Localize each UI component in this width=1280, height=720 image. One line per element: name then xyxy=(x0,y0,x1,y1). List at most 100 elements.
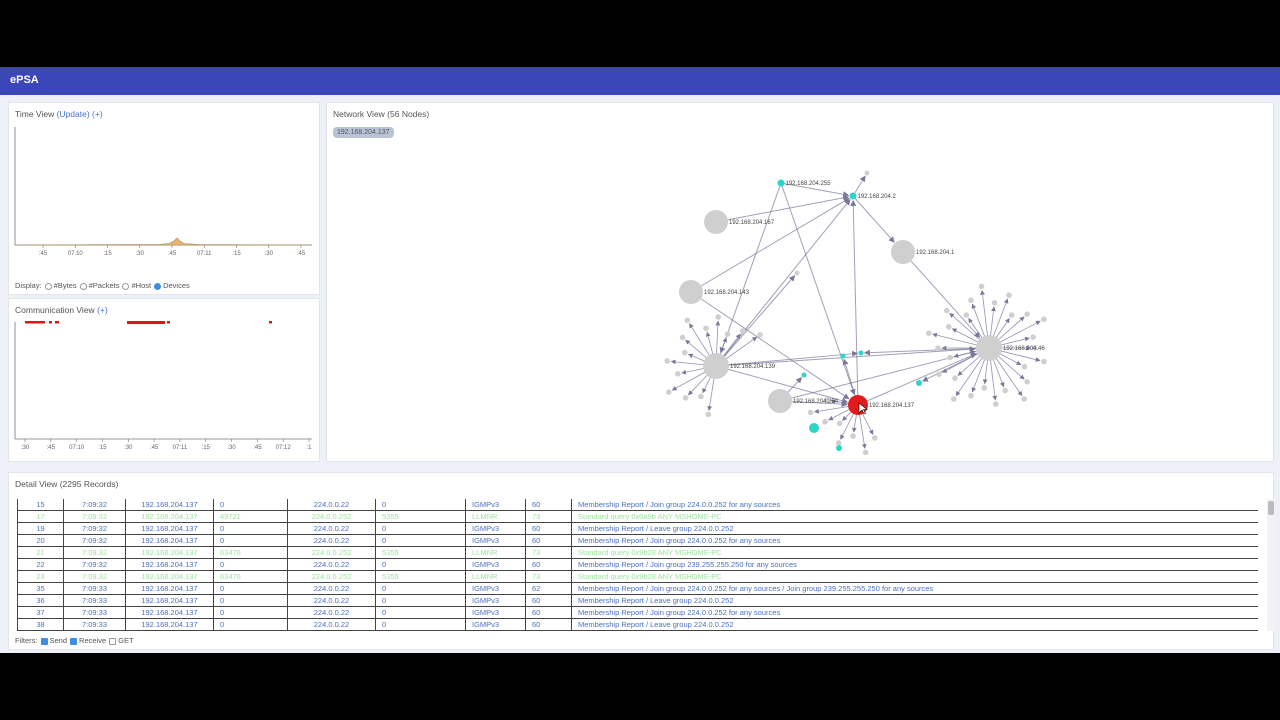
leaf-node[interactable] xyxy=(664,358,671,364)
leaf-node[interactable] xyxy=(1021,396,1028,402)
network-node[interactable] xyxy=(794,270,800,276)
leaf-node[interactable] xyxy=(1024,379,1030,385)
network-node[interactable] xyxy=(801,372,807,378)
leaf-node[interactable] xyxy=(674,371,681,377)
leaf-node[interactable] xyxy=(968,392,974,399)
leaf-node[interactable] xyxy=(1008,312,1015,318)
leaf-node[interactable] xyxy=(1031,345,1038,351)
comm-view-expand-link[interactable]: (+) xyxy=(97,305,108,315)
leaf-node[interactable] xyxy=(715,314,721,320)
leaf-node[interactable] xyxy=(947,354,953,361)
network-graph[interactable]: 192.168.204.255192.168.204.2192.168.204.… xyxy=(327,103,1273,461)
leaf-node[interactable] xyxy=(993,401,999,407)
leaf-node[interactable] xyxy=(724,331,731,337)
cell-proto: IGMPv3 xyxy=(465,534,526,547)
leaf-node[interactable] xyxy=(682,395,689,401)
checkbox[interactable] xyxy=(70,637,78,645)
detail-scrollbar[interactable] xyxy=(1267,499,1275,631)
leaf-node[interactable] xyxy=(926,330,932,336)
network-node[interactable] xyxy=(840,353,846,359)
leaf-node[interactable] xyxy=(836,420,843,427)
scrollbar-thumb[interactable] xyxy=(1268,501,1274,515)
display-option-bytes[interactable]: #Bytes xyxy=(42,281,77,290)
filter-receive[interactable]: Receive xyxy=(67,636,106,645)
checkbox[interactable] xyxy=(109,637,117,645)
leaf-node[interactable] xyxy=(703,325,709,332)
radio-button[interactable] xyxy=(79,282,87,290)
leaf-node[interactable] xyxy=(1021,363,1028,370)
leaf-node[interactable] xyxy=(807,409,814,416)
network-node[interactable] xyxy=(849,192,857,200)
leaf-node[interactable] xyxy=(850,433,856,439)
network-node[interactable] xyxy=(864,170,870,176)
leaf-node[interactable] xyxy=(705,411,712,418)
leaf-node[interactable] xyxy=(1041,358,1047,365)
leaf-node[interactable] xyxy=(952,375,958,381)
leaf-node[interactable] xyxy=(1024,311,1030,317)
leaf-node[interactable] xyxy=(739,328,746,334)
leaf-node[interactable] xyxy=(991,300,998,306)
selected-node-badge[interactable]: 192.168.204.137 xyxy=(333,127,394,138)
network-node[interactable] xyxy=(858,350,864,356)
update-link[interactable]: (Update) xyxy=(56,109,90,119)
leaf-node[interactable] xyxy=(824,397,830,403)
display-option-host[interactable]: #Host xyxy=(119,281,151,290)
network-node[interactable] xyxy=(976,335,1002,361)
network-node[interactable] xyxy=(703,353,729,379)
leaf-node[interactable] xyxy=(862,449,869,456)
network-node[interactable] xyxy=(891,240,915,264)
leaf-node[interactable] xyxy=(1002,387,1008,394)
leaf-node[interactable] xyxy=(1030,334,1036,340)
leaf-node[interactable] xyxy=(943,307,950,314)
radio-button[interactable] xyxy=(154,282,162,290)
leaf-node[interactable] xyxy=(681,349,688,356)
leaf-node[interactable] xyxy=(950,396,957,402)
network-node[interactable] xyxy=(809,423,819,433)
leaf-node[interactable] xyxy=(835,440,842,446)
network-node[interactable] xyxy=(777,179,785,187)
network-node[interactable] xyxy=(768,389,792,413)
leaf-node[interactable] xyxy=(936,371,942,378)
radio-button[interactable] xyxy=(122,282,130,290)
leaf-node[interactable] xyxy=(822,418,828,425)
checkbox[interactable] xyxy=(40,637,48,645)
network-node[interactable] xyxy=(836,445,842,451)
radio-button[interactable] xyxy=(44,282,52,290)
leaf-node[interactable] xyxy=(679,334,686,341)
network-node[interactable] xyxy=(679,280,703,304)
leaf-node[interactable] xyxy=(945,324,952,330)
filter-send[interactable]: Send xyxy=(38,636,67,645)
network-node[interactable] xyxy=(916,380,922,386)
leaf-node[interactable] xyxy=(684,317,691,324)
leaf-node[interactable] xyxy=(963,312,970,318)
leaf-node[interactable] xyxy=(871,435,878,441)
leaf-node[interactable] xyxy=(757,331,763,338)
filter-get[interactable]: GET xyxy=(106,636,134,645)
leaf-node[interactable] xyxy=(981,384,987,391)
leaf-node[interactable] xyxy=(698,393,704,400)
network-node[interactable] xyxy=(704,210,728,234)
leaf-node[interactable] xyxy=(935,345,941,351)
leaf-node[interactable] xyxy=(968,297,974,304)
time-view-expand-link[interactable]: (+) xyxy=(92,109,103,119)
leaf-node[interactable] xyxy=(665,389,672,395)
display-option-devices[interactable]: Devices xyxy=(151,281,190,290)
display-option-packets[interactable]: #Packets xyxy=(77,281,119,290)
leaf-node[interactable] xyxy=(1006,292,1012,298)
leaf-node[interactable] xyxy=(1041,316,1047,322)
leaf-node[interactable] xyxy=(978,283,985,290)
cell-dst: 224.0.0.252 xyxy=(287,570,376,583)
